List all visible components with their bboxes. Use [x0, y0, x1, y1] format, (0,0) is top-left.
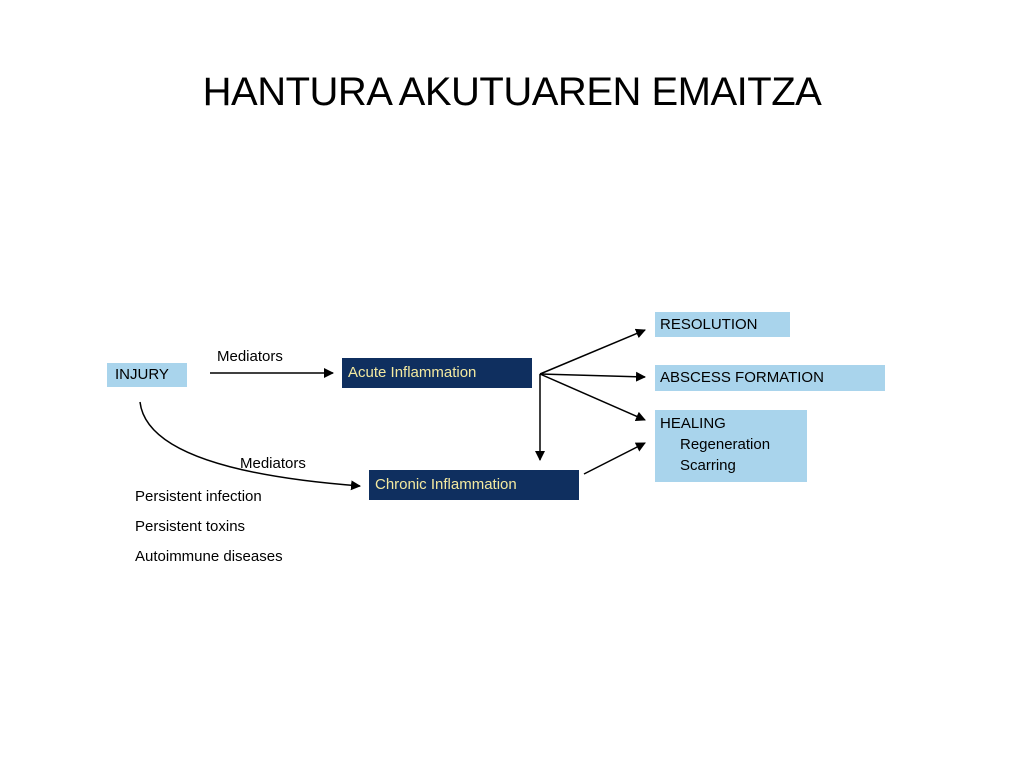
slide-title: HANTURA AKUTUAREN EMAITZA: [202, 70, 822, 114]
mediators-top-label: Mediators: [217, 348, 283, 365]
arrow-acute-to-resolution: [539, 328, 646, 375]
healing-box: HEALING Regeneration Scarring: [655, 410, 807, 482]
cause-persistent-toxins: Persistent toxins: [135, 518, 246, 535]
arrow-acute-to-abscess: [539, 371, 646, 382]
arrow-injury-to-chronic: [139, 401, 361, 491]
healing-title: HEALING: [660, 415, 726, 432]
healing-regeneration: Regeneration: [680, 436, 771, 453]
resolution-box: RESOLUTION: [655, 312, 790, 337]
injury-box: INJURY: [107, 363, 187, 387]
arrow-acute-to-healing: [539, 373, 646, 421]
cause-autoimmune-diseases: Autoimmune diseases: [135, 548, 283, 565]
mediators-bottom-label: Mediators: [240, 455, 306, 472]
abscess-formation-box: ABSCESS FORMATION: [655, 365, 885, 391]
arrow-chronic-to-healing: [583, 442, 646, 475]
healing-scarring: Scarring: [680, 457, 736, 474]
acute-inflammation-box: Acute Inflammation: [342, 358, 532, 388]
chronic-inflammation-box: Chronic Inflammation: [369, 470, 579, 500]
cause-persistent-infection: Persistent infection: [135, 488, 262, 505]
